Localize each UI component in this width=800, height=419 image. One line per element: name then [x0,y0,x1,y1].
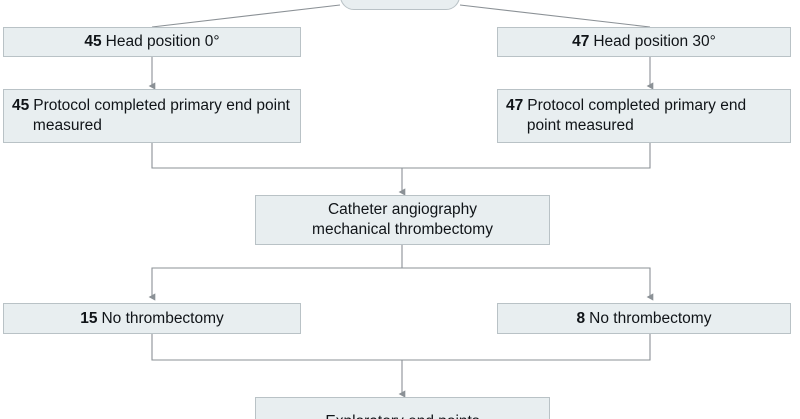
head-position-0-count: 45 [84,33,102,51]
connector-randomization-to-right-arm [459,4,651,28]
node-head-position-0[interactable]: 45 Head position 0° [3,27,301,57]
protocol-completed-right-label: Protocol completed primary end point mea… [526,97,747,134]
no-thrombectomy-left-label: No thrombectomy [101,309,224,327]
connector-randomization-to-left-arm [151,4,341,28]
head-position-0-label: Head position 0° [105,33,220,51]
no-thrombectomy-right-label: No thrombectomy [589,309,712,327]
node-head-position-30[interactable]: 47 Head position 30° [497,27,791,57]
randomization-node [340,0,460,10]
protocol-completed-left-count: 45 [12,97,30,115]
no-thrombectomy-right-count: 8 [576,309,586,327]
node-catheter-angiography[interactable]: Catheter angiography mechanical thrombec… [255,195,550,245]
node-no-thrombectomy-left[interactable]: 15 No thrombectomy [3,303,301,334]
connector-no-thrombectomy-merge [151,334,651,361]
catheter-angiography-line1: Catheter angiography [327,201,478,219]
connector-angiography-split-right [402,267,654,301]
protocol-completed-left-label: Protocol completed primary end point mea… [32,97,290,134]
node-exploratory-end-points[interactable]: Exploratory end points [255,397,550,419]
connector-angiography-split [148,245,403,301]
head-position-30-count: 47 [572,33,590,51]
no-thrombectomy-left-count: 15 [80,309,98,327]
head-position-30-label: Head position 30° [593,33,716,51]
exploratory-end-points-label: Exploratory end points [325,412,479,419]
catheter-angiography-line2: mechanical thrombectomy [312,221,493,238]
protocol-completed-right-count: 47 [506,97,524,115]
node-no-thrombectomy-right[interactable]: 8 No thrombectomy [497,303,791,334]
connector-protocols-merge-to-angiography [151,143,651,169]
